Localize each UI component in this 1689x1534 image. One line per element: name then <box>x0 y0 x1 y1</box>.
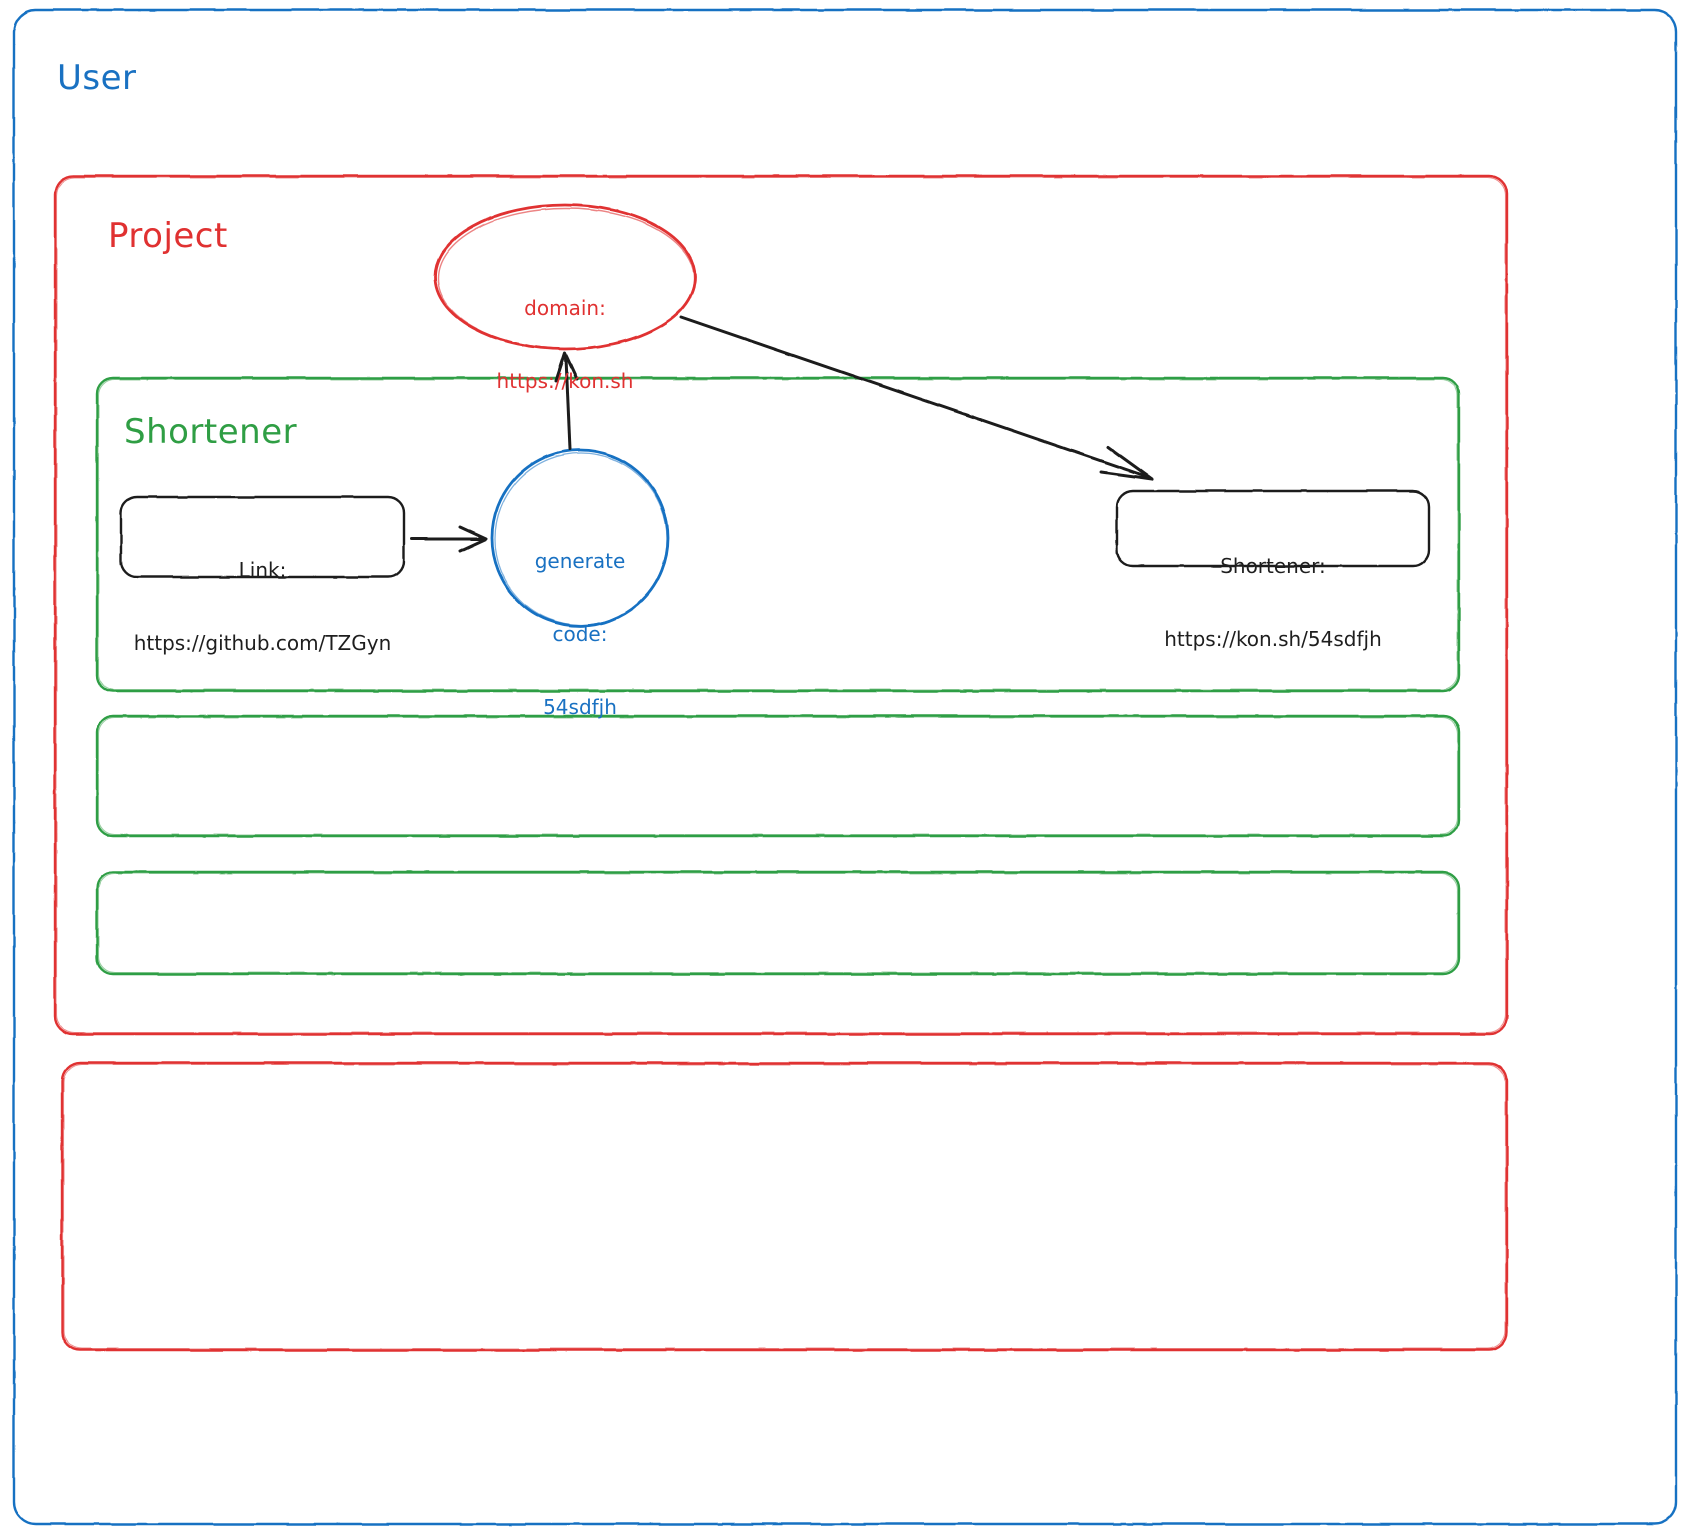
result-box-outline[interactable] <box>1115 489 1431 568</box>
red-empty-frame-outline[interactable] <box>60 1061 1509 1352</box>
green-empty-frame-1-outline[interactable] <box>95 714 1461 838</box>
arrow-domain-to-result <box>679 315 1154 481</box>
domain-ellipse-outline[interactable] <box>433 203 697 351</box>
arrow-link-to-generate <box>410 525 488 553</box>
link-box-outline[interactable] <box>119 495 406 579</box>
user-frame-outline[interactable] <box>12 8 1678 1526</box>
generate-circle-outline[interactable] <box>490 448 670 628</box>
project-frame-outline[interactable] <box>53 174 1509 1036</box>
shortener-frame-outline[interactable] <box>95 376 1461 693</box>
green-empty-frame-2-outline[interactable] <box>95 870 1461 976</box>
arrow-generate-to-domain <box>554 351 579 451</box>
